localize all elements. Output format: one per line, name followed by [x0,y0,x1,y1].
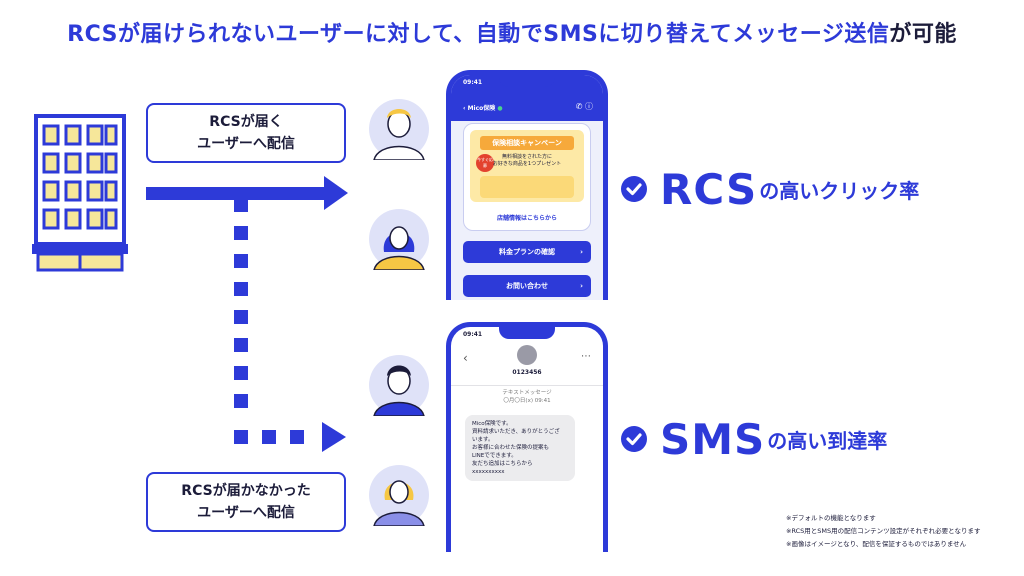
rcs-header-icons: ✆ ⓘ [576,101,593,112]
user-avatar-1 [369,99,429,160]
building-icon [32,114,128,272]
contact-avatar-icon [517,345,537,365]
campaign-title: 保険相談キャンペーン [480,136,574,150]
campaign-text: 無料相談をされた方に お好きな商品を1つプレゼント [492,154,562,167]
store-info-link[interactable]: 店舗情報はこちらから [496,215,557,222]
verified-icon: ● [495,105,503,112]
sender-number: 0123456 [512,369,542,376]
back-icon: ‹ [463,105,468,112]
chevron-right-icon: › [580,282,583,290]
headline: RCSが届けられないユーザーに対して、自動でSMSに切り替えてメッセージ送信が可… [0,16,1024,48]
message-meta: テキストメッセージ 〇月〇日(x) 09:41 [502,390,552,404]
headline-emphasis: が可能 [889,22,957,47]
info-icon[interactable]: ⓘ [585,102,593,111]
rich-card: 保険相談キャンペーン 今すぐ応募 無料相談をされた方に お好きな商品を1つプレゼ… [463,123,591,231]
rcs-phone-mockup: 09:41 ‹ Mico保険 ● ✆ ⓘ 保険相談キャンペーン 今すぐ応募 無料… [446,70,608,300]
more-options-icon[interactable]: ⋯ [581,351,591,362]
rcs-arrow-head [324,176,348,210]
user-avatar-3 [369,355,429,416]
sms-delivery-label: RCSが届かなかった ユーザーへ配信 [146,472,346,532]
status-time: 09:41 [463,79,483,86]
sms-header: ‹ 0123456 ⋯ [451,341,603,391]
sms-message-bubble: Mico保険です。 資料請求いただき、ありがとうござ います。 お客様に合わせた… [465,415,575,481]
phone-icon[interactable]: ✆ [575,102,583,111]
check-circle-icon [621,426,647,452]
plan-check-button[interactable]: 料金プランの確認› [463,241,591,263]
user-avatar-2 [369,209,429,270]
fallback-dotted-path [234,198,304,444]
campaign-illustration [480,176,574,198]
status-time: 09:41 [463,331,483,338]
rcs-sender-name[interactable]: ‹ Mico保険 ● [463,105,503,112]
rcs-delivery-label: RCSが届く ユーザーへ配信 [146,103,346,163]
campaign-badge: 今すぐ応募 [476,154,494,172]
footnotes: ※デフォルトの機能となります ※RCS用とSMS用の配信コンテンツ設定がそれぞれ… [786,514,981,548]
contact-button[interactable]: お問い合わせ› [463,275,591,297]
rcs-arrow-shaft [146,187,326,200]
campaign-banner: 保険相談キャンペーン 今すぐ応募 無料相談をされた方に お好きな商品を1つプレゼ… [470,130,584,202]
user-avatar-4 [369,465,429,526]
check-circle-icon [621,176,647,202]
chevron-right-icon: › [580,248,583,256]
sms-arrow-head [322,422,346,452]
sms-phone-mockup: 09:41 ‹ 0123456 ⋯ テキストメッセージ 〇月〇日(x) 09:4… [446,322,608,552]
headline-main: RCSが届けられないユーザーに対して、自動でSMSに切り替えてメッセージ送信 [67,22,890,47]
back-icon[interactable]: ‹ [463,351,468,365]
